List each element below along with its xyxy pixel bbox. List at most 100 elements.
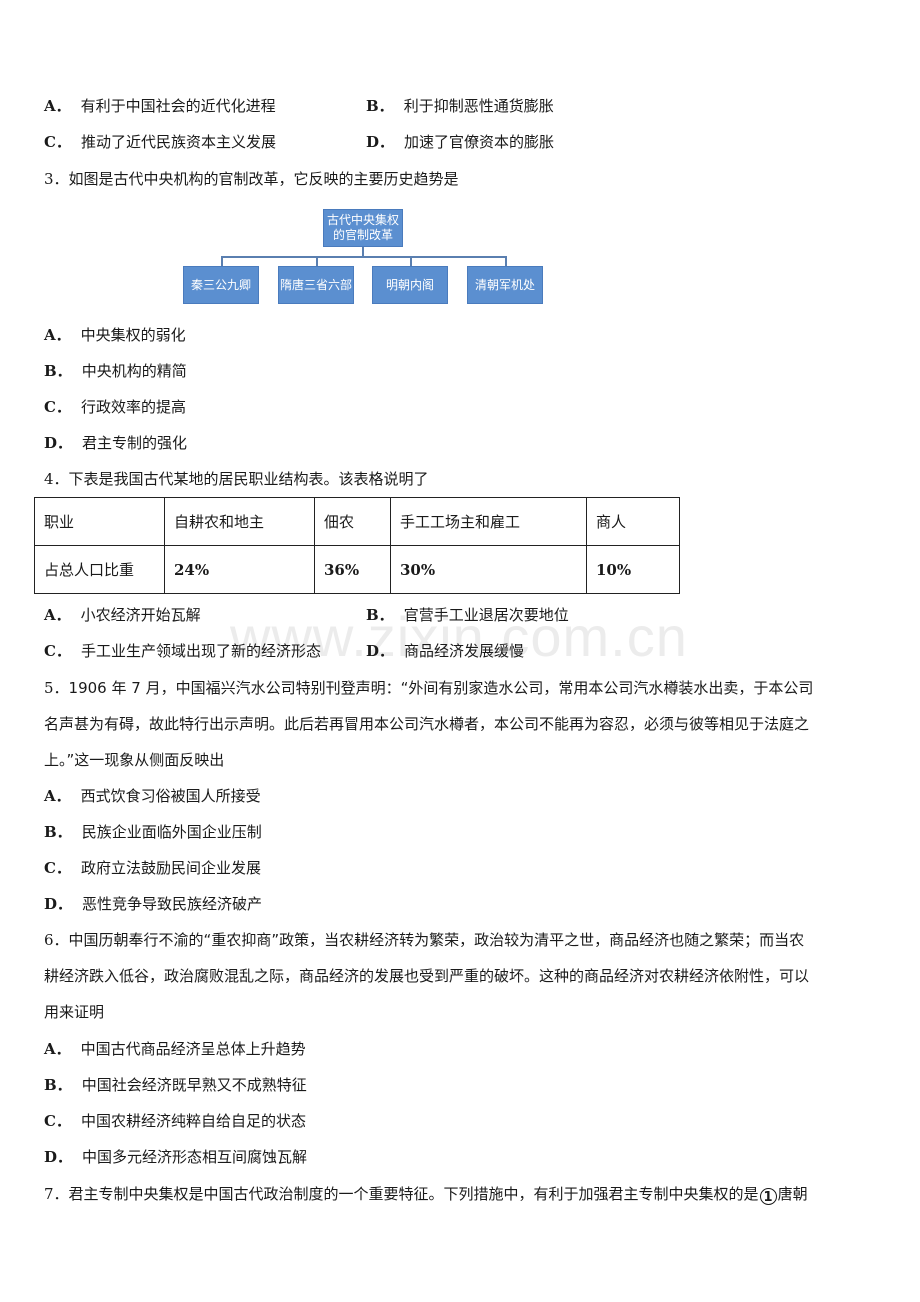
diagram-child-box: 隋唐三省六部 bbox=[278, 266, 354, 304]
option-letter: C． bbox=[44, 133, 71, 151]
question-number: 7． bbox=[44, 1185, 69, 1203]
option-letter: A． bbox=[44, 326, 71, 344]
q3-option-a: A． 中央集权的弱化 bbox=[44, 325, 186, 345]
paragraph-line: 耕经济跌入低谷，政治腐败混乱之际，商品经济的发展也受到严重的破坏。这种的商品经济… bbox=[44, 967, 810, 985]
table-header-row: 职业 自耕农和地主 佃农 手工工场主和雇工 商人 bbox=[34, 497, 680, 546]
option-text: 中央集权的弱化 bbox=[80, 326, 186, 344]
q6-option-b: B． 中国社会经济既早熟又不成熟特征 bbox=[44, 1075, 307, 1095]
table-cell: 36% bbox=[314, 545, 391, 594]
question-text: 中国历朝奉行不渝的“重农抑商”政策，当农耕经济转为繁荣，政治较为清平之世，商品经… bbox=[68, 931, 805, 949]
option-text: 君主专制的强化 bbox=[82, 434, 188, 452]
circled-number: 1 bbox=[759, 1188, 777, 1205]
q5-option-a: A． 西式饮食习俗被国人所接受 bbox=[44, 786, 261, 806]
option-letter: C． bbox=[44, 642, 71, 660]
q2-option-a: A． 有利于中国社会的近代化进程 bbox=[44, 96, 276, 116]
option-text: 政府立法鼓励民间企业发展 bbox=[80, 859, 261, 877]
diagram-connector bbox=[410, 256, 412, 266]
option-text: 有利于中国社会的近代化进程 bbox=[80, 97, 276, 115]
option-text: 中国多元经济形态相互间腐蚀瓦解 bbox=[82, 1148, 308, 1166]
option-text: 小农经济开始瓦解 bbox=[80, 606, 201, 624]
option-letter: D． bbox=[44, 1148, 73, 1166]
diagram-child-box: 明朝内阁 bbox=[372, 266, 448, 304]
q2-option-d: D． 加速了官僚资本的膨胀 bbox=[366, 132, 554, 152]
q4-option-c: C． 手工业生产领域出现了新的经济形态 bbox=[44, 641, 321, 661]
q5-option-b: B． 民族企业面临外国企业压制 bbox=[44, 822, 262, 842]
q7-stem: 7．君主专制中央集权是中国古代政治制度的一个重要特征。下列措施中，有利于加强君主… bbox=[44, 1184, 808, 1205]
question-number: 3． bbox=[44, 170, 69, 188]
occupation-table: 职业 自耕农和地主 佃农 手工工场主和雇工 商人 占总人口比重 24% 36% … bbox=[34, 497, 680, 594]
q4-option-a: A． 小农经济开始瓦解 bbox=[44, 605, 201, 625]
q6-option-a: A． 中国古代商品经济呈总体上升趋势 bbox=[44, 1039, 306, 1059]
option-text: 中国农耕经济纯粹自给自足的状态 bbox=[80, 1112, 306, 1130]
q4-option-b: B． 官营手工业退居次要地位 bbox=[366, 605, 569, 625]
option-letter: D． bbox=[366, 642, 395, 660]
option-text: 中国社会经济既早熟又不成熟特征 bbox=[81, 1076, 307, 1094]
option-letter: B． bbox=[44, 362, 72, 380]
option-text: 西式饮食习俗被国人所接受 bbox=[80, 787, 261, 805]
option-letter: B． bbox=[366, 606, 394, 624]
question-number: 6． bbox=[44, 931, 69, 949]
watermark: www.zixin.com.cn bbox=[230, 605, 688, 668]
option-letter: A． bbox=[44, 787, 71, 805]
table-cell: 手工工场主和雇工 bbox=[390, 497, 587, 546]
option-letter: D． bbox=[44, 434, 73, 452]
option-letter: C． bbox=[44, 859, 71, 877]
diagram-child-box: 秦三公九卿 bbox=[183, 266, 259, 304]
table-cell: 商人 bbox=[586, 497, 680, 546]
q5-stem: 5．1906 年 7 月，中国福兴汽水公司特别刊登声明：“外间有别家造水公司，常… bbox=[44, 670, 878, 778]
table-cell: 24% bbox=[164, 545, 315, 594]
paragraph-line: 6．中国历朝奉行不渝的“重农抑商”政策，当农耕经济转为繁荣，政治较为清平之世，商… bbox=[44, 922, 878, 958]
paragraph-line: 名声甚为有碍，故此特行出示声明。此后若再冒用本公司汽水樽者，本公司不能再为容忍，… bbox=[44, 715, 810, 733]
table-cell: 10% bbox=[586, 545, 680, 594]
q3-option-c: C． 行政效率的提高 bbox=[44, 397, 186, 417]
table-row: 占总人口比重 24% 36% 30% 10% bbox=[34, 545, 680, 594]
q4-option-d: D． 商品经济发展缓慢 bbox=[366, 641, 524, 661]
q2-option-c: C． 推动了近代民族资本主义发展 bbox=[44, 132, 276, 152]
diagram-root-line2: 的官制改革 bbox=[332, 228, 393, 242]
question-text: 1906 年 7 月，中国福兴汽水公司特别刊登声明：“外间有别家造水公司，常用本… bbox=[68, 679, 814, 697]
option-text: 民族企业面临外国企业压制 bbox=[81, 823, 262, 841]
option-letter: C． bbox=[44, 1112, 71, 1130]
option-text: 中央机构的精简 bbox=[81, 362, 187, 380]
q3-option-d: D． 君主专制的强化 bbox=[44, 433, 187, 453]
option-letter: B． bbox=[44, 1076, 72, 1094]
q3-stem: 3．如图是古代中央机构的官制改革，它反映的主要历史趋势是 bbox=[44, 169, 459, 189]
option-letter: B． bbox=[366, 97, 394, 115]
option-letter: A． bbox=[44, 1040, 71, 1058]
diagram-child-box: 清朝军机处 bbox=[467, 266, 543, 304]
option-text: 手工业生产领域出现了新的经济形态 bbox=[80, 642, 321, 660]
diagram-connector bbox=[362, 247, 364, 256]
option-text: 行政效率的提高 bbox=[80, 398, 186, 416]
option-letter: D． bbox=[366, 133, 395, 151]
option-text: 官营手工业退居次要地位 bbox=[403, 606, 569, 624]
paragraph-line: 5．1906 年 7 月，中国福兴汽水公司特别刊登声明：“外间有别家造水公司，常… bbox=[44, 670, 878, 706]
paragraph-line: 用来证明 bbox=[44, 1003, 105, 1021]
question-number: 4． bbox=[44, 470, 69, 488]
diagram-connector bbox=[505, 256, 507, 266]
paragraph-line: 上。”这一现象从侧面反映出 bbox=[44, 751, 225, 769]
option-text: 加速了官僚资本的膨胀 bbox=[404, 133, 555, 151]
option-text: 商品经济发展缓慢 bbox=[404, 642, 525, 660]
option-text: 恶性竞争导致民族经济破产 bbox=[82, 895, 263, 913]
option-letter: A． bbox=[44, 606, 71, 624]
diagram-connector bbox=[221, 256, 223, 266]
q5-option-d: D． 恶性竞争导致民族经济破产 bbox=[44, 894, 262, 914]
option-text: 推动了近代民族资本主义发展 bbox=[80, 133, 276, 151]
question-number: 5． bbox=[44, 679, 69, 697]
diagram-connector bbox=[316, 256, 318, 266]
option-letter: D． bbox=[44, 895, 73, 913]
table-cell: 30% bbox=[390, 545, 587, 594]
table-cell: 佃农 bbox=[314, 497, 391, 546]
table-cell: 自耕农和地主 bbox=[164, 497, 315, 546]
question-text-tail: 唐朝 bbox=[777, 1185, 808, 1203]
q6-stem: 6．中国历朝奉行不渝的“重农抑商”政策，当农耕经济转为繁荣，政治较为清平之世，商… bbox=[44, 922, 878, 1030]
q4-stem: 4．下表是我国古代某地的居民职业结构表。该表格说明了 bbox=[44, 469, 429, 489]
option-letter: C． bbox=[44, 398, 71, 416]
table-cell: 职业 bbox=[34, 497, 165, 546]
option-letter: B． bbox=[44, 823, 72, 841]
table-cell: 占总人口比重 bbox=[34, 545, 165, 594]
option-text: 中国古代商品经济呈总体上升趋势 bbox=[80, 1040, 306, 1058]
q6-option-d: D． 中国多元经济形态相互间腐蚀瓦解 bbox=[44, 1147, 307, 1167]
option-letter: A． bbox=[44, 97, 71, 115]
question-text: 下表是我国古代某地的居民职业结构表。该表格说明了 bbox=[68, 470, 429, 488]
